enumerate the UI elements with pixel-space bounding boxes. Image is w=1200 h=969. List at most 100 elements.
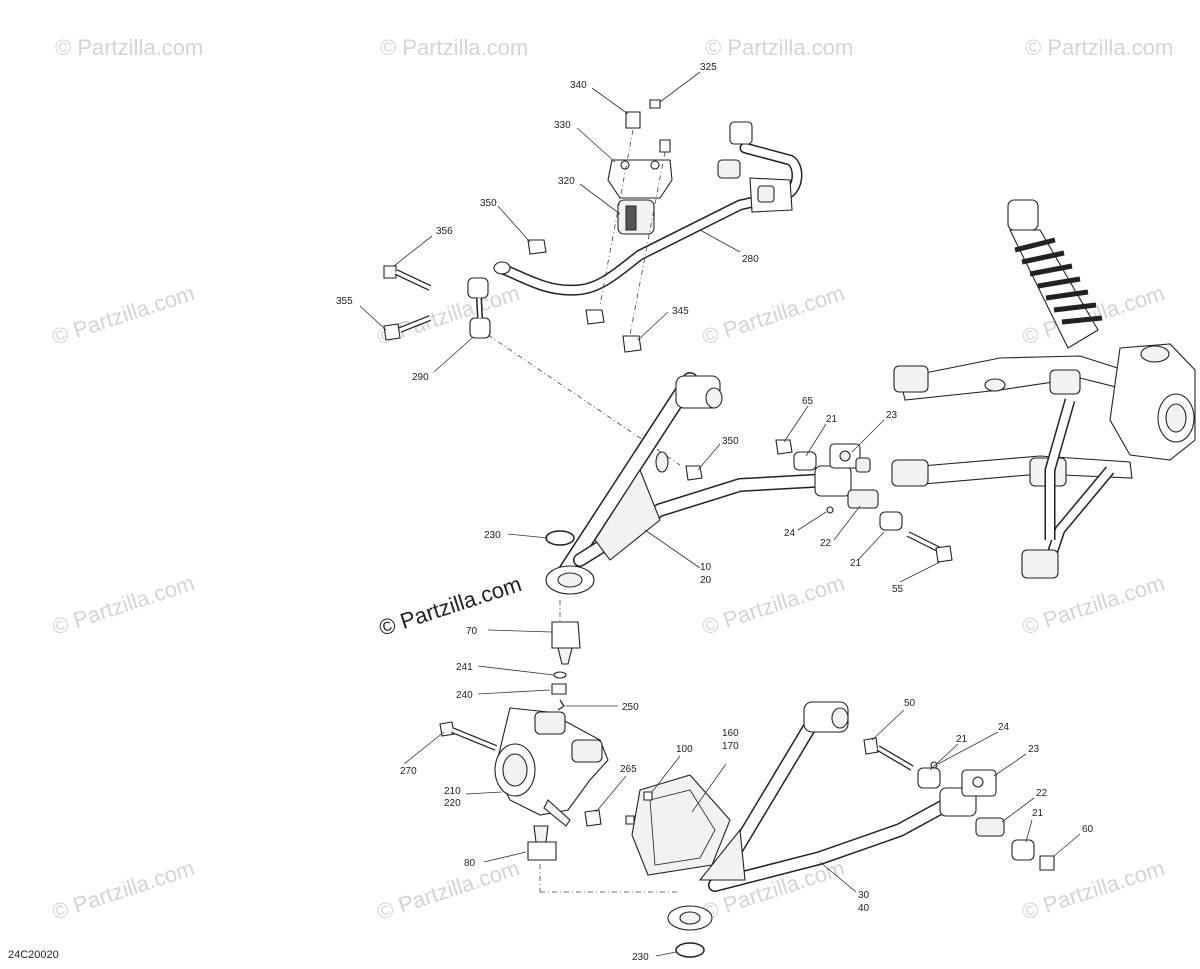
nut-65[interactable] bbox=[775, 439, 793, 455]
upper-arm-right bbox=[899, 355, 1131, 401]
callout-50: 50 bbox=[904, 698, 916, 709]
knuckle-left[interactable] bbox=[494, 707, 609, 827]
callout-330: 330 bbox=[554, 120, 571, 131]
nut-345[interactable] bbox=[622, 335, 642, 353]
callout-100: 100 bbox=[676, 744, 693, 755]
callout-labels: 340 325 330 320 350 356 280 355 345 290 … bbox=[336, 62, 1094, 963]
ball-joint-stack bbox=[545, 530, 581, 711]
callout-21: 21 bbox=[826, 414, 838, 425]
callout-230: 230 bbox=[484, 530, 501, 541]
callout-350: 350 bbox=[480, 198, 497, 209]
sway-bar-end bbox=[493, 261, 511, 275]
lower-a-arm[interactable] bbox=[631, 701, 977, 931]
callout-350-lower: 350 bbox=[722, 436, 739, 447]
bushing-21d[interactable] bbox=[1011, 839, 1035, 861]
watermark: © Partzilla.com bbox=[49, 570, 198, 640]
callout-325: 325 bbox=[700, 62, 717, 73]
lower-arm-hardware bbox=[625, 737, 1055, 958]
callout-355: 355 bbox=[336, 296, 353, 307]
callout-170: 170 bbox=[722, 741, 739, 752]
callout-345: 345 bbox=[672, 306, 689, 317]
callout-21d: 21 bbox=[1032, 808, 1044, 819]
ball-joint-70[interactable] bbox=[551, 621, 581, 649]
upper-arm-hardware bbox=[685, 439, 953, 563]
watermark: © Partzilla.com bbox=[374, 855, 523, 925]
fitting-24[interactable] bbox=[826, 506, 834, 514]
callout-240: 240 bbox=[456, 690, 473, 701]
diagram-code: 24C20020 bbox=[8, 949, 59, 961]
bushing-21c[interactable] bbox=[917, 767, 941, 789]
nut-60[interactable] bbox=[1039, 855, 1055, 871]
callout-270: 270 bbox=[400, 766, 417, 777]
sway-bar-assembly bbox=[383, 99, 803, 466]
nut-265[interactable] bbox=[584, 809, 602, 827]
bushing-21[interactable] bbox=[793, 451, 817, 471]
bushing-21b[interactable] bbox=[879, 511, 903, 531]
watermark: © Partzilla.com bbox=[374, 280, 523, 350]
callout-230b: 230 bbox=[632, 952, 649, 963]
watermark: © Partzilla.com bbox=[380, 35, 528, 60]
upper-a-arm[interactable] bbox=[545, 372, 852, 595]
watermark: © Partzilla.com bbox=[1019, 570, 1168, 640]
shock-and-arms-right bbox=[891, 199, 1196, 579]
bolt-55[interactable] bbox=[935, 545, 953, 563]
callout-80: 80 bbox=[464, 858, 476, 869]
callout-30: 30 bbox=[858, 890, 870, 901]
callout-20: 20 bbox=[700, 575, 712, 586]
sleeve-22b[interactable] bbox=[975, 817, 1005, 837]
callout-24b: 24 bbox=[998, 722, 1010, 733]
bolt-340[interactable] bbox=[625, 111, 641, 129]
callout-160: 160 bbox=[722, 728, 739, 739]
callout-65: 65 bbox=[802, 396, 814, 407]
callout-280: 280 bbox=[742, 254, 759, 265]
callout-210: 210 bbox=[444, 786, 461, 797]
circlip-230b[interactable] bbox=[675, 942, 705, 958]
callout-356: 356 bbox=[436, 226, 453, 237]
callout-22b: 22 bbox=[1036, 788, 1048, 799]
callout-220: 220 bbox=[444, 798, 461, 809]
callout-320: 320 bbox=[558, 176, 575, 187]
callout-340: 340 bbox=[570, 80, 587, 91]
bolt-355[interactable] bbox=[383, 323, 401, 341]
watermark: © Partzilla.com bbox=[49, 855, 198, 925]
callout-23b: 23 bbox=[1028, 744, 1040, 755]
nut-345[interactable] bbox=[585, 309, 605, 325]
callout-250: 250 bbox=[622, 702, 639, 713]
callout-24: 24 bbox=[784, 528, 796, 539]
cotter-pin-250[interactable] bbox=[557, 699, 565, 711]
leader-lines bbox=[359, 71, 1081, 957]
watermark: © Partzilla.com bbox=[705, 35, 853, 60]
bolt-50[interactable] bbox=[863, 737, 879, 755]
callout-241: 241 bbox=[456, 662, 473, 673]
bolt-356[interactable] bbox=[383, 265, 397, 279]
callout-21b: 21 bbox=[850, 558, 862, 569]
callout-265: 265 bbox=[620, 764, 637, 775]
ball-joint-80[interactable] bbox=[527, 841, 557, 861]
callout-290: 290 bbox=[412, 372, 429, 383]
callout-70: 70 bbox=[466, 626, 478, 637]
watermark: © Partzilla.com bbox=[1025, 35, 1173, 60]
sleeve-22[interactable] bbox=[847, 489, 879, 509]
shock-top-mount[interactable] bbox=[1007, 199, 1039, 231]
screw-100[interactable] bbox=[643, 791, 653, 801]
callout-60: 60 bbox=[1082, 824, 1094, 835]
sway-bar-end-link-mount bbox=[729, 121, 753, 145]
sway-bar-bracket[interactable] bbox=[607, 159, 673, 199]
callout-23: 23 bbox=[886, 410, 898, 421]
callout-10: 10 bbox=[700, 562, 712, 573]
washer-241[interactable] bbox=[553, 671, 567, 679]
watermark: © Partzilla.com bbox=[49, 280, 198, 350]
nut-240[interactable] bbox=[551, 683, 567, 695]
circlip-230[interactable] bbox=[545, 530, 575, 546]
callout-21c: 21 bbox=[956, 734, 968, 745]
sway-bar-link[interactable] bbox=[467, 277, 489, 299]
nut-350[interactable] bbox=[527, 239, 547, 255]
callout-40: 40 bbox=[858, 903, 870, 914]
bolt-325[interactable] bbox=[659, 139, 671, 153]
callout-55: 55 bbox=[892, 584, 904, 595]
skid-plate[interactable] bbox=[631, 774, 731, 876]
fitting-24b[interactable] bbox=[930, 761, 938, 769]
watermark: © Partzilla.com bbox=[699, 570, 848, 640]
